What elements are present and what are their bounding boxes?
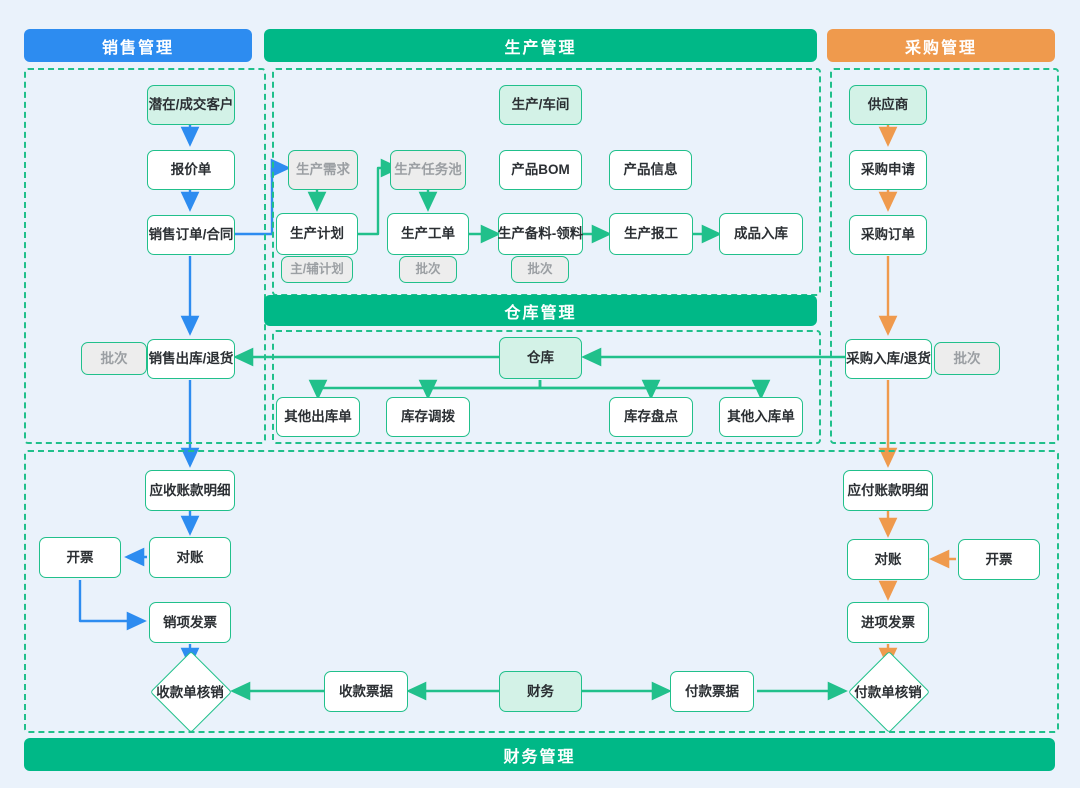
node-production-work-order[interactable]: 生产工单 [387,213,469,255]
node-inventory-transfer[interactable]: 库存调拨 [386,397,470,437]
node-purchase-inbound[interactable]: 采购入库/退货 [845,339,932,379]
node-sales-outbound[interactable]: 销售出库/退货 [147,339,235,379]
node-production-material-prepare[interactable]: 生产备料-领料 [498,213,583,255]
node-production-report[interactable]: 生产报工 [609,213,693,255]
node-finance-center[interactable]: 财务 [499,671,582,712]
node-receipt-writeoff[interactable]: 收款单核销 [156,685,224,700]
node-ar-reconciliation[interactable]: 对账 [149,537,231,578]
node-warehouse[interactable]: 仓库 [499,337,582,379]
node-purchase-order[interactable]: 采购订单 [849,215,927,255]
node-sales-batch-tag[interactable]: 批次 [81,342,147,375]
node-production-work-order-tag[interactable]: 批次 [399,256,457,283]
finance-group-container [24,450,1059,733]
node-input-invoice[interactable]: 进项发票 [847,602,929,643]
node-ap-issue-invoice[interactable]: 开票 [958,539,1040,580]
warehouse-group-container [272,330,821,444]
node-payment-writeoff[interactable]: 付款单核销 [854,685,922,700]
section-header-finance[interactable]: 财务管理 [24,738,1055,771]
node-production-task-pool[interactable]: 生产任务池 [390,150,466,190]
section-header-sales[interactable]: 销售管理 [24,29,252,62]
node-ap-detail[interactable]: 应付账款明细 [843,470,933,511]
section-header-warehouse[interactable]: 仓库管理 [264,295,817,326]
sales-group-container [24,68,266,444]
node-product-bom[interactable]: 产品BOM [499,150,582,190]
node-production-plan-tag[interactable]: 主/辅计划 [281,256,353,283]
node-sales-order[interactable]: 销售订单/合同 [147,215,235,255]
node-output-invoice[interactable]: 销项发票 [149,602,231,643]
node-purchase-batch-tag[interactable]: 批次 [934,342,1000,375]
node-inventory-count[interactable]: 库存盘点 [609,397,693,437]
node-production-demand[interactable]: 生产需求 [288,150,358,190]
node-potential-customer[interactable]: 潜在/成交客户 [147,85,235,125]
node-product-info[interactable]: 产品信息 [609,150,692,190]
node-receipt-document[interactable]: 收款票据 [324,671,408,712]
node-ar-detail[interactable]: 应收账款明细 [145,470,235,511]
node-production-workshop[interactable]: 生产/车间 [499,85,582,125]
node-purchase-request[interactable]: 采购申请 [849,150,927,190]
node-ar-issue-invoice[interactable]: 开票 [39,537,121,578]
section-header-purchase[interactable]: 采购管理 [827,29,1055,62]
section-header-production[interactable]: 生产管理 [264,29,817,62]
node-finished-goods-inbound[interactable]: 成品入库 [719,213,803,255]
node-other-inbound[interactable]: 其他入库单 [719,397,803,437]
purchase-group-container [830,68,1059,444]
node-other-outbound[interactable]: 其他出库单 [276,397,360,437]
node-quotation[interactable]: 报价单 [147,150,235,190]
node-payment-document[interactable]: 付款票据 [670,671,754,712]
node-production-plan[interactable]: 生产计划 [276,213,358,255]
node-production-material-prepare-tag[interactable]: 批次 [511,256,569,283]
node-ap-reconciliation[interactable]: 对账 [847,539,929,580]
node-supplier[interactable]: 供应商 [849,85,927,125]
